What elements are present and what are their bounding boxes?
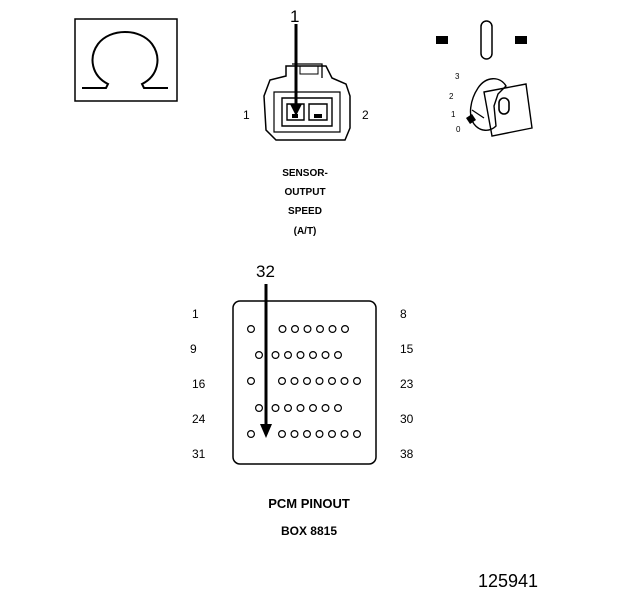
pcm-pin-hole [278, 430, 287, 439]
pcm-pin-hole [309, 404, 318, 413]
pcm-pin-hole [303, 377, 312, 386]
pcm-pin-hole [340, 377, 349, 386]
sensor-connector [263, 63, 351, 141]
pcm-pin-hole [321, 404, 330, 413]
pcm-pin-hole [353, 377, 362, 386]
pcm-pin-hole [271, 351, 280, 360]
key-zero-mark [498, 97, 510, 115]
ignition-position-2: 2 [449, 92, 454, 101]
pcm-pin-hole [296, 351, 305, 360]
pcm-pin-hole [284, 351, 293, 360]
pcm-left-pin-label: 24 [192, 412, 206, 426]
switch-terminal-right [515, 36, 527, 44]
pcm-pin-hole [271, 404, 280, 413]
pcm-right-pin-label: 30 [400, 412, 414, 426]
pcm-pin-hole [303, 325, 312, 334]
pcm-pin-hole [309, 351, 318, 360]
pcm-pin-hole [291, 325, 300, 334]
pcm-pin-hole [340, 430, 349, 439]
pcm-pin-hole [247, 377, 256, 386]
key-slot [480, 20, 493, 60]
pcm-pointer-arrow [260, 284, 272, 438]
pcm-left-pin-label: 16 [192, 377, 206, 391]
sensor-caption-line-2: OUTPUT [284, 187, 326, 198]
pcm-pin-hole [341, 325, 350, 334]
pcm-pin-hole [353, 430, 362, 439]
sensor-pin-left-label: 1 [243, 108, 250, 122]
figure-number: 125941 [478, 571, 539, 591]
sensor-caption-line-3: SPEED [288, 206, 322, 217]
pcm-pin-hole [278, 377, 287, 386]
ignition-position-3: 3 [455, 72, 460, 81]
omega-icon [82, 31, 168, 89]
ignition-position-1: 1 [451, 110, 456, 119]
pcm-pin-hole [255, 404, 264, 413]
pcm-pin-hole [247, 430, 256, 439]
pcm-pin-hole [334, 404, 343, 413]
sensor-pointer-arrow [290, 24, 302, 116]
pcm-pin-hole [315, 430, 324, 439]
pcm-pin-hole [328, 377, 337, 386]
pcm-pin-hole [290, 377, 299, 386]
ignition-position-0: 0 [456, 125, 461, 134]
pcm-right-pin-label: 15 [400, 342, 414, 356]
pcm-left-pin-label: 31 [192, 447, 206, 461]
pcm-pointer-label: 32 [256, 262, 275, 281]
pcm-pin-hole [296, 404, 305, 413]
pcm-right-pin-label: 8 [400, 307, 407, 321]
pcm-pin-hole [316, 325, 325, 334]
pcm-left-pin-label: 9 [190, 342, 197, 356]
pcm-pin-hole [278, 325, 287, 334]
ohmmeter-symbol [74, 18, 178, 102]
pcm-pin-hole [328, 325, 337, 334]
pcm-pin-hole [328, 430, 337, 439]
sensor-caption-line-1: SENSOR- [282, 168, 328, 179]
key-head [483, 83, 533, 137]
sensor-pointer-label: 1 [290, 7, 300, 26]
pcm-pin-hole [247, 325, 256, 334]
pcm-right-pin-label: 23 [400, 377, 414, 391]
pcm-pin-hole [290, 430, 299, 439]
sensor-caption-line-4: (A/T) [293, 226, 317, 237]
pcm-right-pin-label: 38 [400, 447, 414, 461]
pcm-connector [232, 300, 377, 465]
pcm-pin-hole [334, 351, 343, 360]
pcm-pin-hole [315, 377, 324, 386]
pcm-pin-hole [284, 404, 293, 413]
pcm-pin-grid [247, 325, 362, 439]
pcm-left-pin-label: 1 [192, 307, 199, 321]
pcm-pin-hole [321, 351, 330, 360]
pcm-pin-hole [303, 430, 312, 439]
sensor-pin-right-label: 2 [362, 108, 369, 122]
switch-terminal-left [436, 36, 448, 44]
pcm-title: PCM PINOUT [268, 496, 350, 511]
pcm-subtitle: BOX 8815 [280, 524, 338, 538]
sensor-pin-2-cavity [308, 103, 328, 121]
pcm-connector-body [232, 300, 377, 465]
pcm-pin-hole [255, 351, 264, 360]
ignition-switch [436, 20, 533, 137]
